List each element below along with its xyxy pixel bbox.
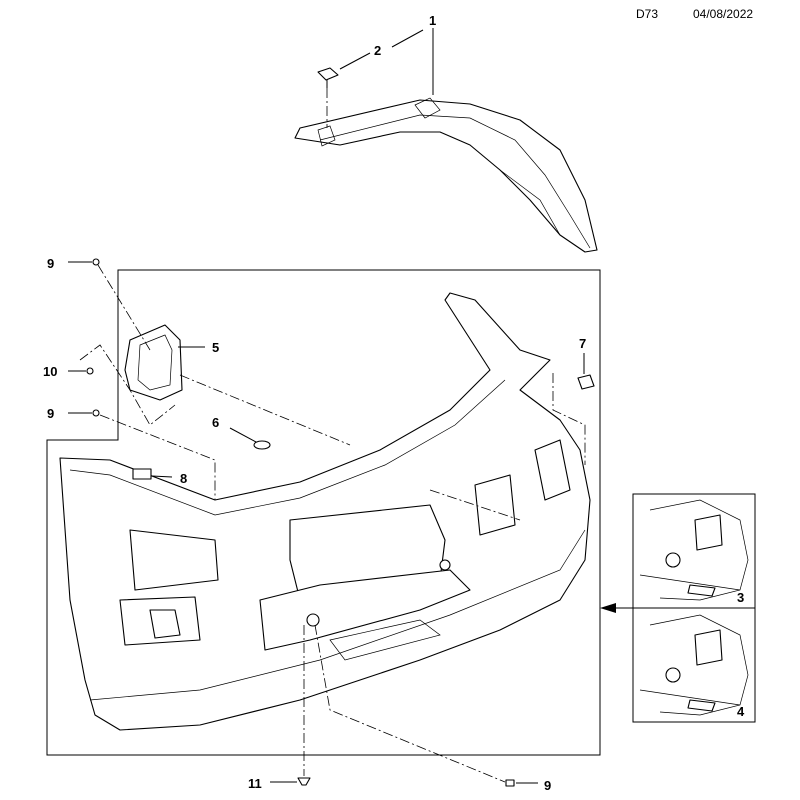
part-5-handle-housing	[124, 324, 183, 401]
callout-10: 10	[43, 364, 57, 379]
screw-11	[270, 777, 311, 786]
main-frame	[46, 269, 601, 756]
part-8-clip	[132, 468, 152, 480]
inset-arrow	[600, 603, 633, 613]
screw-9-bottom	[505, 779, 538, 787]
screw-10	[68, 367, 94, 375]
callout-11: 11	[248, 776, 262, 791]
inset-detail	[632, 493, 756, 723]
liftgate-trim-panel	[59, 292, 591, 731]
part-2-clip	[317, 67, 339, 88]
diagram-date: 04/08/2022	[693, 7, 754, 21]
callout-2: 2	[374, 43, 381, 58]
callout-7: 7	[579, 336, 586, 351]
screw-9-top	[68, 258, 100, 266]
callout-6: 6	[212, 415, 219, 430]
callout-3: 3	[737, 590, 744, 605]
part-7-clip	[577, 374, 595, 390]
part-6-plug	[253, 440, 271, 450]
callout-9-bottom: 9	[544, 778, 551, 793]
screw-9-mid	[68, 409, 100, 417]
part-1-upper-trim	[294, 97, 598, 253]
callout-9-mid: 9	[47, 406, 54, 421]
callout-4: 4	[737, 704, 745, 719]
callout-9-top: 9	[47, 256, 54, 271]
callout-8: 8	[180, 471, 187, 486]
callout-1: 1	[429, 13, 436, 28]
diagram-code: D73	[636, 7, 659, 21]
callout-5: 5	[212, 340, 219, 355]
